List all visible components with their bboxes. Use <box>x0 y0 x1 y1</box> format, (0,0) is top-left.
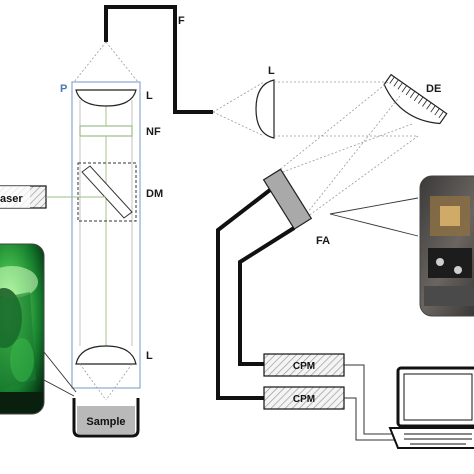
laptop-icon <box>388 366 474 449</box>
notch-filter-label: NF <box>146 126 161 138</box>
collimating-lens-label: L <box>268 65 275 77</box>
sample-photo-pointer-bottom <box>43 379 75 397</box>
sample-photo <box>0 244 44 414</box>
laser-label: aser <box>0 193 23 205</box>
top-lens-label: L <box>146 90 153 102</box>
top-lens <box>75 89 137 107</box>
sample-photo-frame <box>0 243 45 415</box>
fiber-label: F <box>178 15 185 27</box>
sample-label: Sample <box>86 416 125 428</box>
diffracted-ray-2 <box>299 135 419 223</box>
fiber-ray-right <box>105 41 139 83</box>
fa-photo-pointer-top <box>329 197 419 215</box>
cable-fa-to-cpm-top <box>238 226 296 366</box>
sample-photo-pointer-top <box>43 351 77 393</box>
cable-fa-to-cpm-bottom <box>216 188 272 400</box>
spec-ray-top <box>212 81 265 113</box>
dichroic-mirror-box <box>77 162 137 222</box>
probe-housing <box>71 81 141 389</box>
diffraction-element <box>383 73 448 125</box>
focal-array-label: FA <box>316 235 330 247</box>
diffracted-ray-3 <box>299 95 401 223</box>
focus-ray-left <box>79 363 107 401</box>
probe-label: P <box>60 83 67 95</box>
bottom-lens-label: L <box>146 350 153 362</box>
cpm-bottom-label: CPM <box>293 394 315 405</box>
focus-ray-right <box>105 363 133 401</box>
wire-cpm-top-to-laptop <box>344 364 396 435</box>
fiber-ray-left <box>73 41 107 83</box>
collimating-lens <box>255 79 275 139</box>
sample-liquid <box>77 406 135 434</box>
sample-cuvette <box>72 398 140 438</box>
diffraction-element-label: DE <box>426 83 441 95</box>
diffracted-ray-1 <box>271 81 389 177</box>
wire-cpm-bottom-to-laptop <box>344 397 396 441</box>
dichroic-mirror-label: DM <box>146 188 163 200</box>
fiber-cable <box>104 5 213 114</box>
focal-array-photo-frame <box>419 175 474 317</box>
dichroic-mirror <box>81 165 133 219</box>
laser-label-backdrop <box>0 186 30 208</box>
focal-array-photo <box>420 176 474 316</box>
cpm-top-label: CPM <box>293 361 315 372</box>
focal-array <box>262 168 313 230</box>
fa-photo-pointer-bottom <box>329 213 419 237</box>
spec-ray-bottom <box>212 111 265 137</box>
notch-filter <box>79 125 133 137</box>
bottom-lens <box>75 345 137 365</box>
diffracted-ray-4 <box>271 123 413 177</box>
